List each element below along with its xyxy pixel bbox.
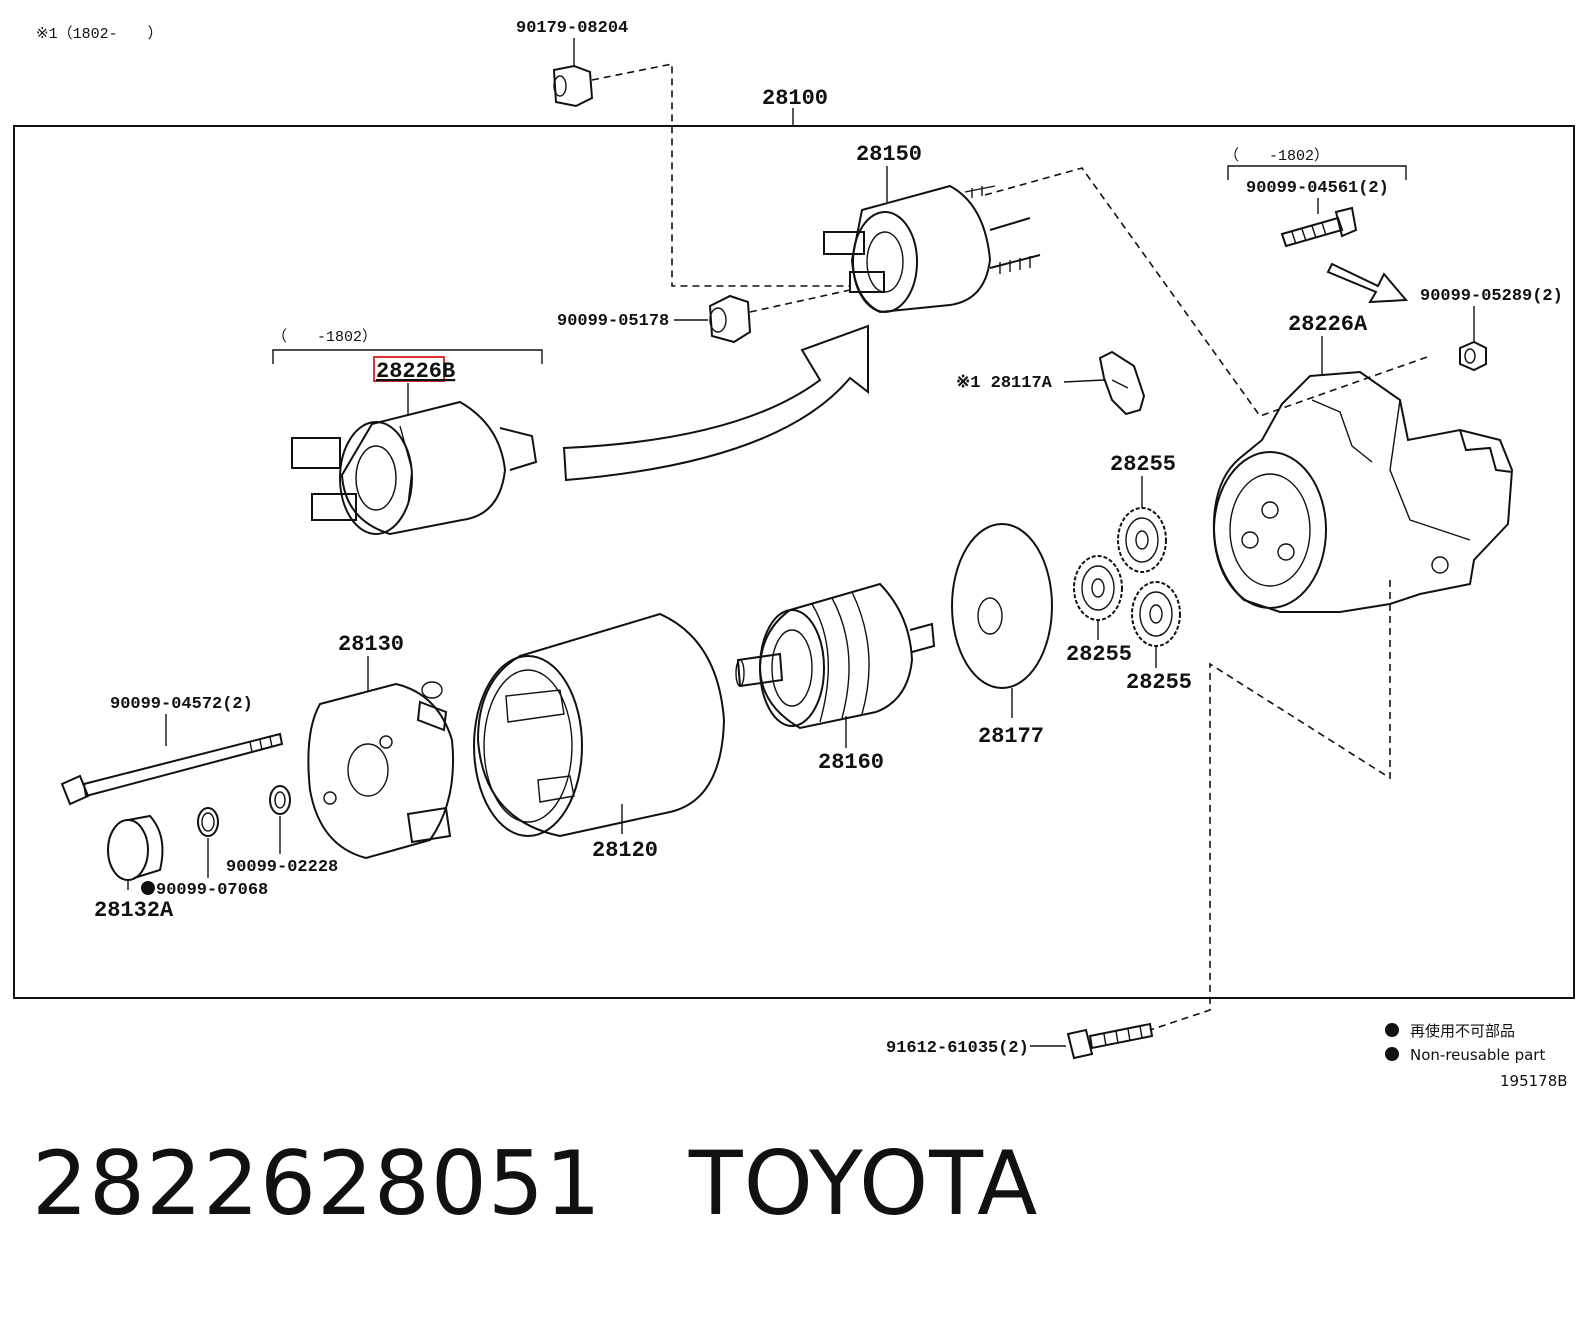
label-range-right: （ -1802） (1224, 147, 1329, 165)
washer-90099-02228[interactable] (269, 785, 291, 815)
nut-90099-05289[interactable] (1459, 340, 1487, 372)
label-91612-61035: 91612-61035(2) (886, 1039, 1029, 1058)
label-28255-right: 28255 (1126, 670, 1192, 695)
legend-dot-jp (1385, 1023, 1399, 1037)
yoke-28120[interactable] (473, 612, 726, 838)
label-28130: 28130 (338, 632, 404, 657)
cap-28132A[interactable] (107, 814, 164, 881)
bracket-left (272, 349, 543, 364)
dash-90179 (591, 63, 850, 287)
solenoid-28150[interactable] (823, 184, 1041, 314)
highlight-28226B (373, 356, 445, 382)
dash-28150 (984, 167, 1431, 417)
solenoid-28226B[interactable] (291, 400, 538, 536)
legend-en: Non-reusable part (1410, 1046, 1545, 1064)
end-frame-28130[interactable] (307, 681, 455, 860)
housing-28226A[interactable] (1212, 370, 1514, 613)
footer-brand: TOYOTA (688, 1132, 1039, 1235)
label-90099-04572: 90099-04572(2) (110, 695, 253, 714)
label-90099-05178: 90099-05178 (557, 312, 669, 331)
legend-jp: 再使用不可部品 (1410, 1022, 1515, 1040)
assembly-frame (13, 125, 1575, 999)
label-28226B: 28226B (376, 359, 455, 384)
leader-28117A (1063, 379, 1105, 383)
non-reusable-dot-07068 (141, 881, 155, 895)
transfer-arrow (562, 324, 869, 482)
plate-28177[interactable] (951, 523, 1053, 689)
label-90099-04561: 90099-04561(2) (1246, 179, 1389, 198)
dash-28226A (1149, 580, 1391, 1031)
label-28120: 28120 (592, 838, 658, 863)
label-90099-05289: 90099-05289(2) (1420, 287, 1563, 306)
gear-28255-left[interactable] (1073, 555, 1123, 621)
label-range-left: （ -1802） (272, 328, 377, 346)
parts-diagram: ※1（1802- ） 28100 90179-08204 28150 90099… (13, 19, 1575, 1090)
label-28100: 28100 (762, 86, 828, 111)
label-90099-02228: 90099-02228 (226, 858, 338, 877)
ring-90099-07068[interactable] (197, 807, 219, 837)
bolt-91612-61035[interactable] (1066, 1022, 1154, 1060)
armature-28160[interactable] (735, 582, 936, 730)
bolt-90099-04572[interactable] (60, 732, 284, 806)
label-28177: 28177 (978, 724, 1044, 749)
label-28255-top: 28255 (1110, 452, 1176, 477)
bracket-right (1227, 165, 1407, 180)
label-28117A: ※1 28117A (956, 374, 1053, 393)
nut-90099-05178[interactable] (708, 294, 752, 344)
nut-90179-08204[interactable] (552, 64, 594, 108)
label-90099-07068: 90099-07068 (156, 881, 268, 900)
label-28160: 28160 (818, 750, 884, 775)
figure-id: 195178B (1500, 1072, 1568, 1090)
gear-28255-right[interactable] (1131, 581, 1181, 647)
legend-dot-en (1385, 1047, 1399, 1061)
footer-part-number: 2822628051 (32, 1132, 602, 1235)
lever-28117A[interactable] (1098, 350, 1146, 416)
gear-28255-top[interactable] (1117, 507, 1167, 573)
note-top: ※1（1802- ） (36, 25, 163, 43)
label-28226A: 28226A (1288, 312, 1368, 337)
footer-title: 2822628051 TOYOTA (32, 1132, 1038, 1242)
dash-05178 (749, 289, 851, 313)
label-28150: 28150 (856, 142, 922, 167)
label-90179-08204: 90179-08204 (516, 19, 628, 38)
label-28255-left: 28255 (1066, 642, 1132, 667)
swap-arrow (1326, 262, 1409, 304)
label-28132A: 28132A (94, 898, 174, 923)
bolt-90099-04561[interactable] (1280, 206, 1358, 248)
